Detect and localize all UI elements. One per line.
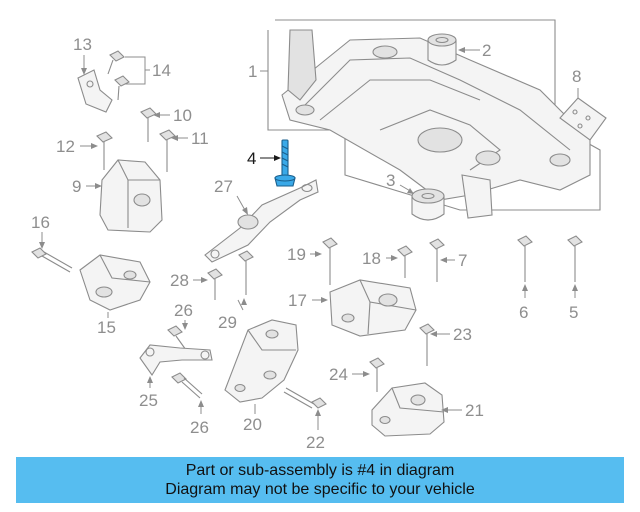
part-24-bolt [369, 357, 385, 392]
callout-11: 11 [191, 129, 209, 148]
callout-18: 18 [362, 249, 381, 268]
part-9-mount [99, 159, 163, 233]
part-18-bolt [397, 245, 413, 278]
callout-25: 25 [139, 391, 158, 410]
callout-22: 22 [306, 433, 325, 452]
callout-2: 2 [482, 41, 491, 60]
callout-15: 15 [97, 318, 116, 337]
callout-21: 21 [465, 401, 484, 420]
leader-lines [39, 47, 579, 430]
part-22-bolt [283, 387, 327, 409]
part-7-bolt [429, 238, 445, 282]
part-29-bolt [238, 250, 254, 295]
part-20-bracket [224, 319, 299, 403]
callout-19: 19 [287, 245, 306, 264]
callout-13: 13 [73, 35, 92, 54]
part-6-bolt [517, 235, 533, 282]
callout-16: 16 [31, 213, 50, 232]
callout-29: 29 [218, 313, 237, 332]
callout-8: 8 [572, 67, 581, 86]
part-13-bracket [77, 69, 113, 113]
parts-diagram: 1 2 3 4 5 6 7 8 9 10 11 12 13 14 15 16 1… [31, 19, 607, 452]
part-8-plate [559, 97, 607, 141]
part-10-bolt [140, 107, 157, 142]
banner-line-1: Part or sub-assembly is #4 in diagram [185, 462, 455, 479]
callout-26-lower: 26 [190, 418, 209, 437]
part-5-bolt [567, 235, 583, 282]
callout-10: 10 [173, 106, 192, 125]
callout-14: 14 [152, 61, 171, 80]
callout-27: 27 [214, 177, 233, 196]
subframe-panel [267, 19, 601, 219]
part-23-bolt [419, 323, 435, 366]
callout-1: 1 [248, 62, 257, 81]
part-19-bolt [322, 237, 338, 285]
part-21-mount [371, 382, 445, 437]
part-3-mount [411, 188, 445, 221]
callout-23: 23 [453, 325, 472, 344]
callout-17: 17 [288, 291, 307, 310]
callout-28: 28 [170, 271, 189, 290]
part-27-torque-arm [204, 179, 319, 263]
callout-9: 9 [72, 177, 81, 196]
callout-5: 5 [569, 303, 578, 322]
callout-24: 24 [329, 365, 348, 384]
callout-12: 12 [56, 137, 75, 156]
part-17-mount [329, 279, 417, 337]
callout-26-upper: 26 [174, 301, 193, 320]
callout-6: 6 [519, 303, 528, 322]
callout-3: 3 [386, 171, 395, 190]
callout-4[interactable]: 4 [247, 149, 256, 168]
part-12-bolt [96, 131, 113, 170]
callout-labels: 1 2 3 4 5 6 7 8 9 10 11 12 13 14 15 16 1… [31, 35, 581, 452]
part-14-bolts [107, 50, 130, 101]
part-28-bolt [207, 268, 223, 300]
part-26-bolt-upper [167, 325, 187, 351]
part-11-bolt [159, 129, 176, 172]
part-4-highlighted-bolt[interactable] [274, 139, 296, 187]
part-25-link [139, 344, 213, 376]
info-banner: Part or sub-assembly is #4 in diagram Di… [16, 457, 624, 503]
banner-line-2: Diagram may not be specific to your vehi… [165, 481, 475, 498]
callout-7: 7 [458, 251, 467, 270]
callout-20: 20 [243, 415, 262, 434]
part-26-bolt-lower [171, 372, 203, 399]
part-15-mount [79, 254, 151, 311]
part-2-mount [427, 33, 457, 66]
part-16-bolt [31, 247, 73, 273]
